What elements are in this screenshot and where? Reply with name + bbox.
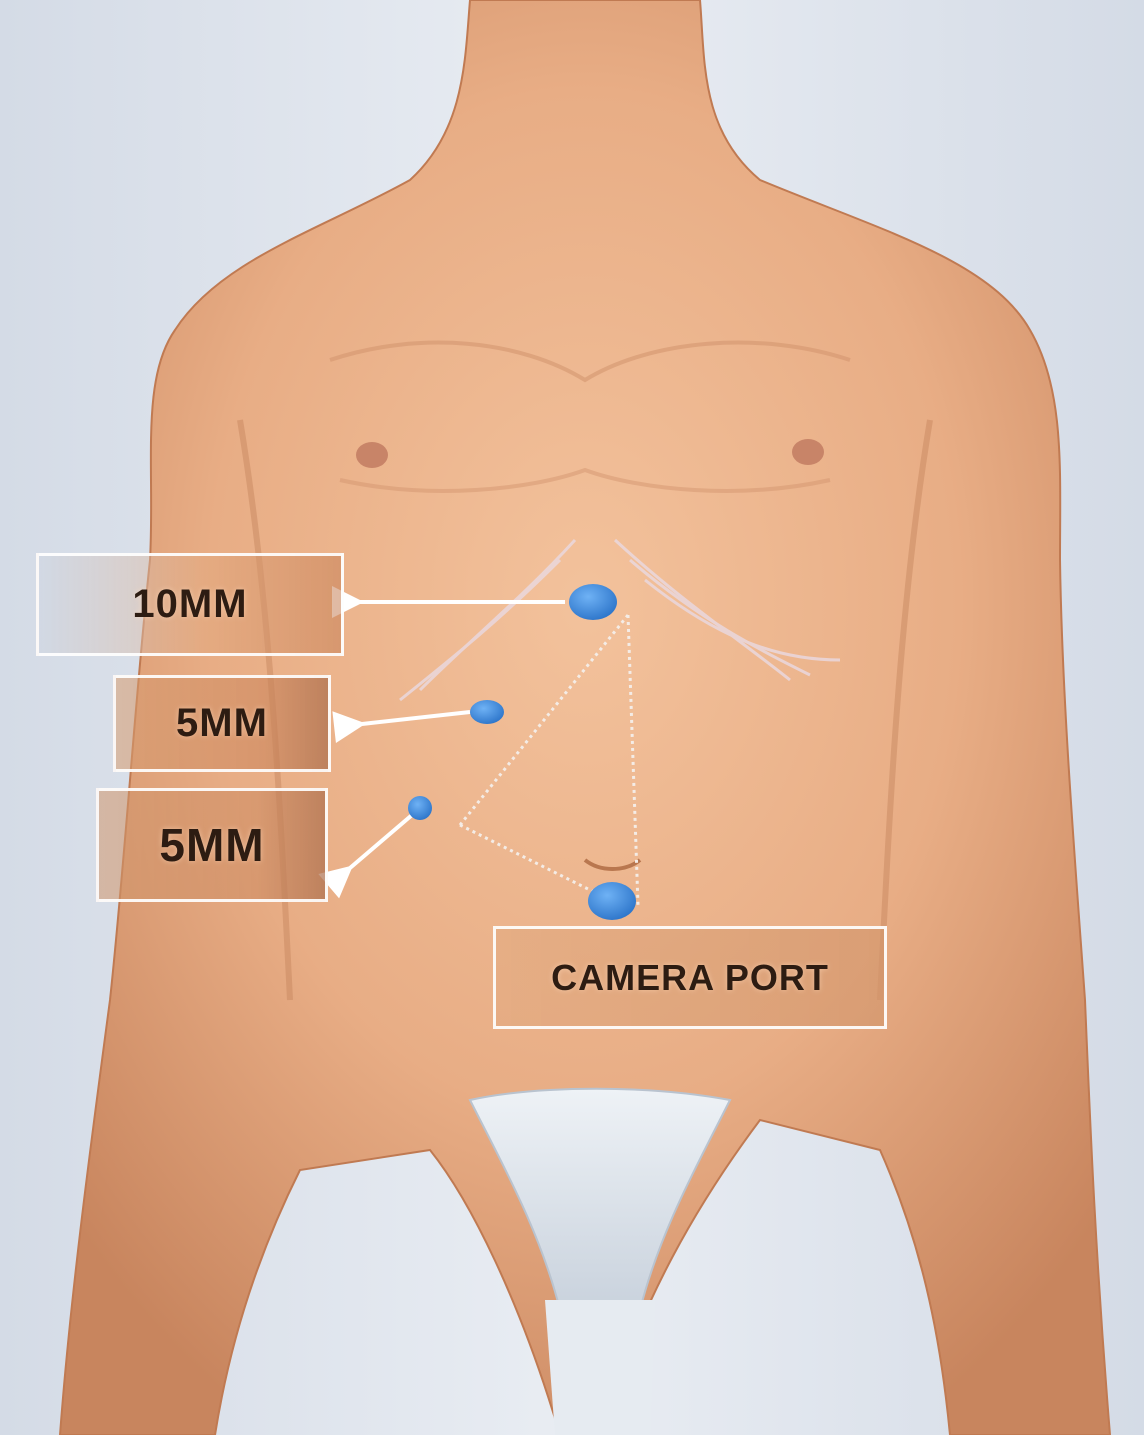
label-10mm: 10MM <box>36 553 344 656</box>
camera-port-marker <box>588 882 636 920</box>
label-camera-port-text: CAMERA PORT <box>551 957 829 999</box>
label-camera-port: CAMERA PORT <box>493 926 887 1029</box>
label-5mm-lower-text: 5MM <box>159 818 264 872</box>
port-10mm-marker <box>569 584 617 620</box>
label-5mm-lower: 5MM <box>96 788 328 902</box>
port-5mm-upper-marker <box>470 700 504 724</box>
left-nipple <box>792 439 824 465</box>
table-sheet <box>545 1300 655 1435</box>
label-10mm-text: 10MM <box>132 582 247 627</box>
port-5mm-lower-marker <box>408 796 432 820</box>
label-5mm-upper-text: 5MM <box>176 701 268 746</box>
right-nipple <box>356 442 388 468</box>
label-5mm-upper: 5MM <box>113 675 331 772</box>
